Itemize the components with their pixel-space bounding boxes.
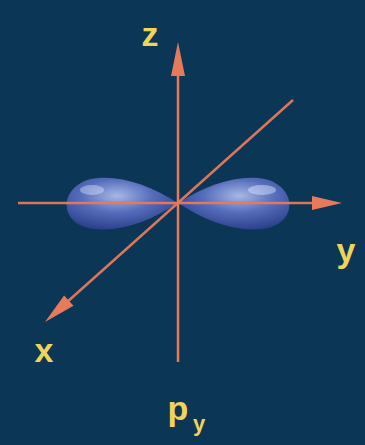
axis-label: y xyxy=(337,233,356,267)
orbital-subscript: y xyxy=(193,413,205,435)
axis-label: x xyxy=(35,333,54,367)
axis-label: z xyxy=(142,17,159,51)
y-arrowhead xyxy=(312,196,342,210)
orbital-label: p xyxy=(168,391,189,425)
lobe-highlight xyxy=(80,185,104,195)
y-axis xyxy=(18,202,314,205)
x-axis xyxy=(66,100,293,303)
z-axis xyxy=(177,70,180,362)
z-arrowhead xyxy=(171,42,185,76)
lobe-highlight xyxy=(248,185,276,195)
x-arrowhead xyxy=(45,295,74,322)
